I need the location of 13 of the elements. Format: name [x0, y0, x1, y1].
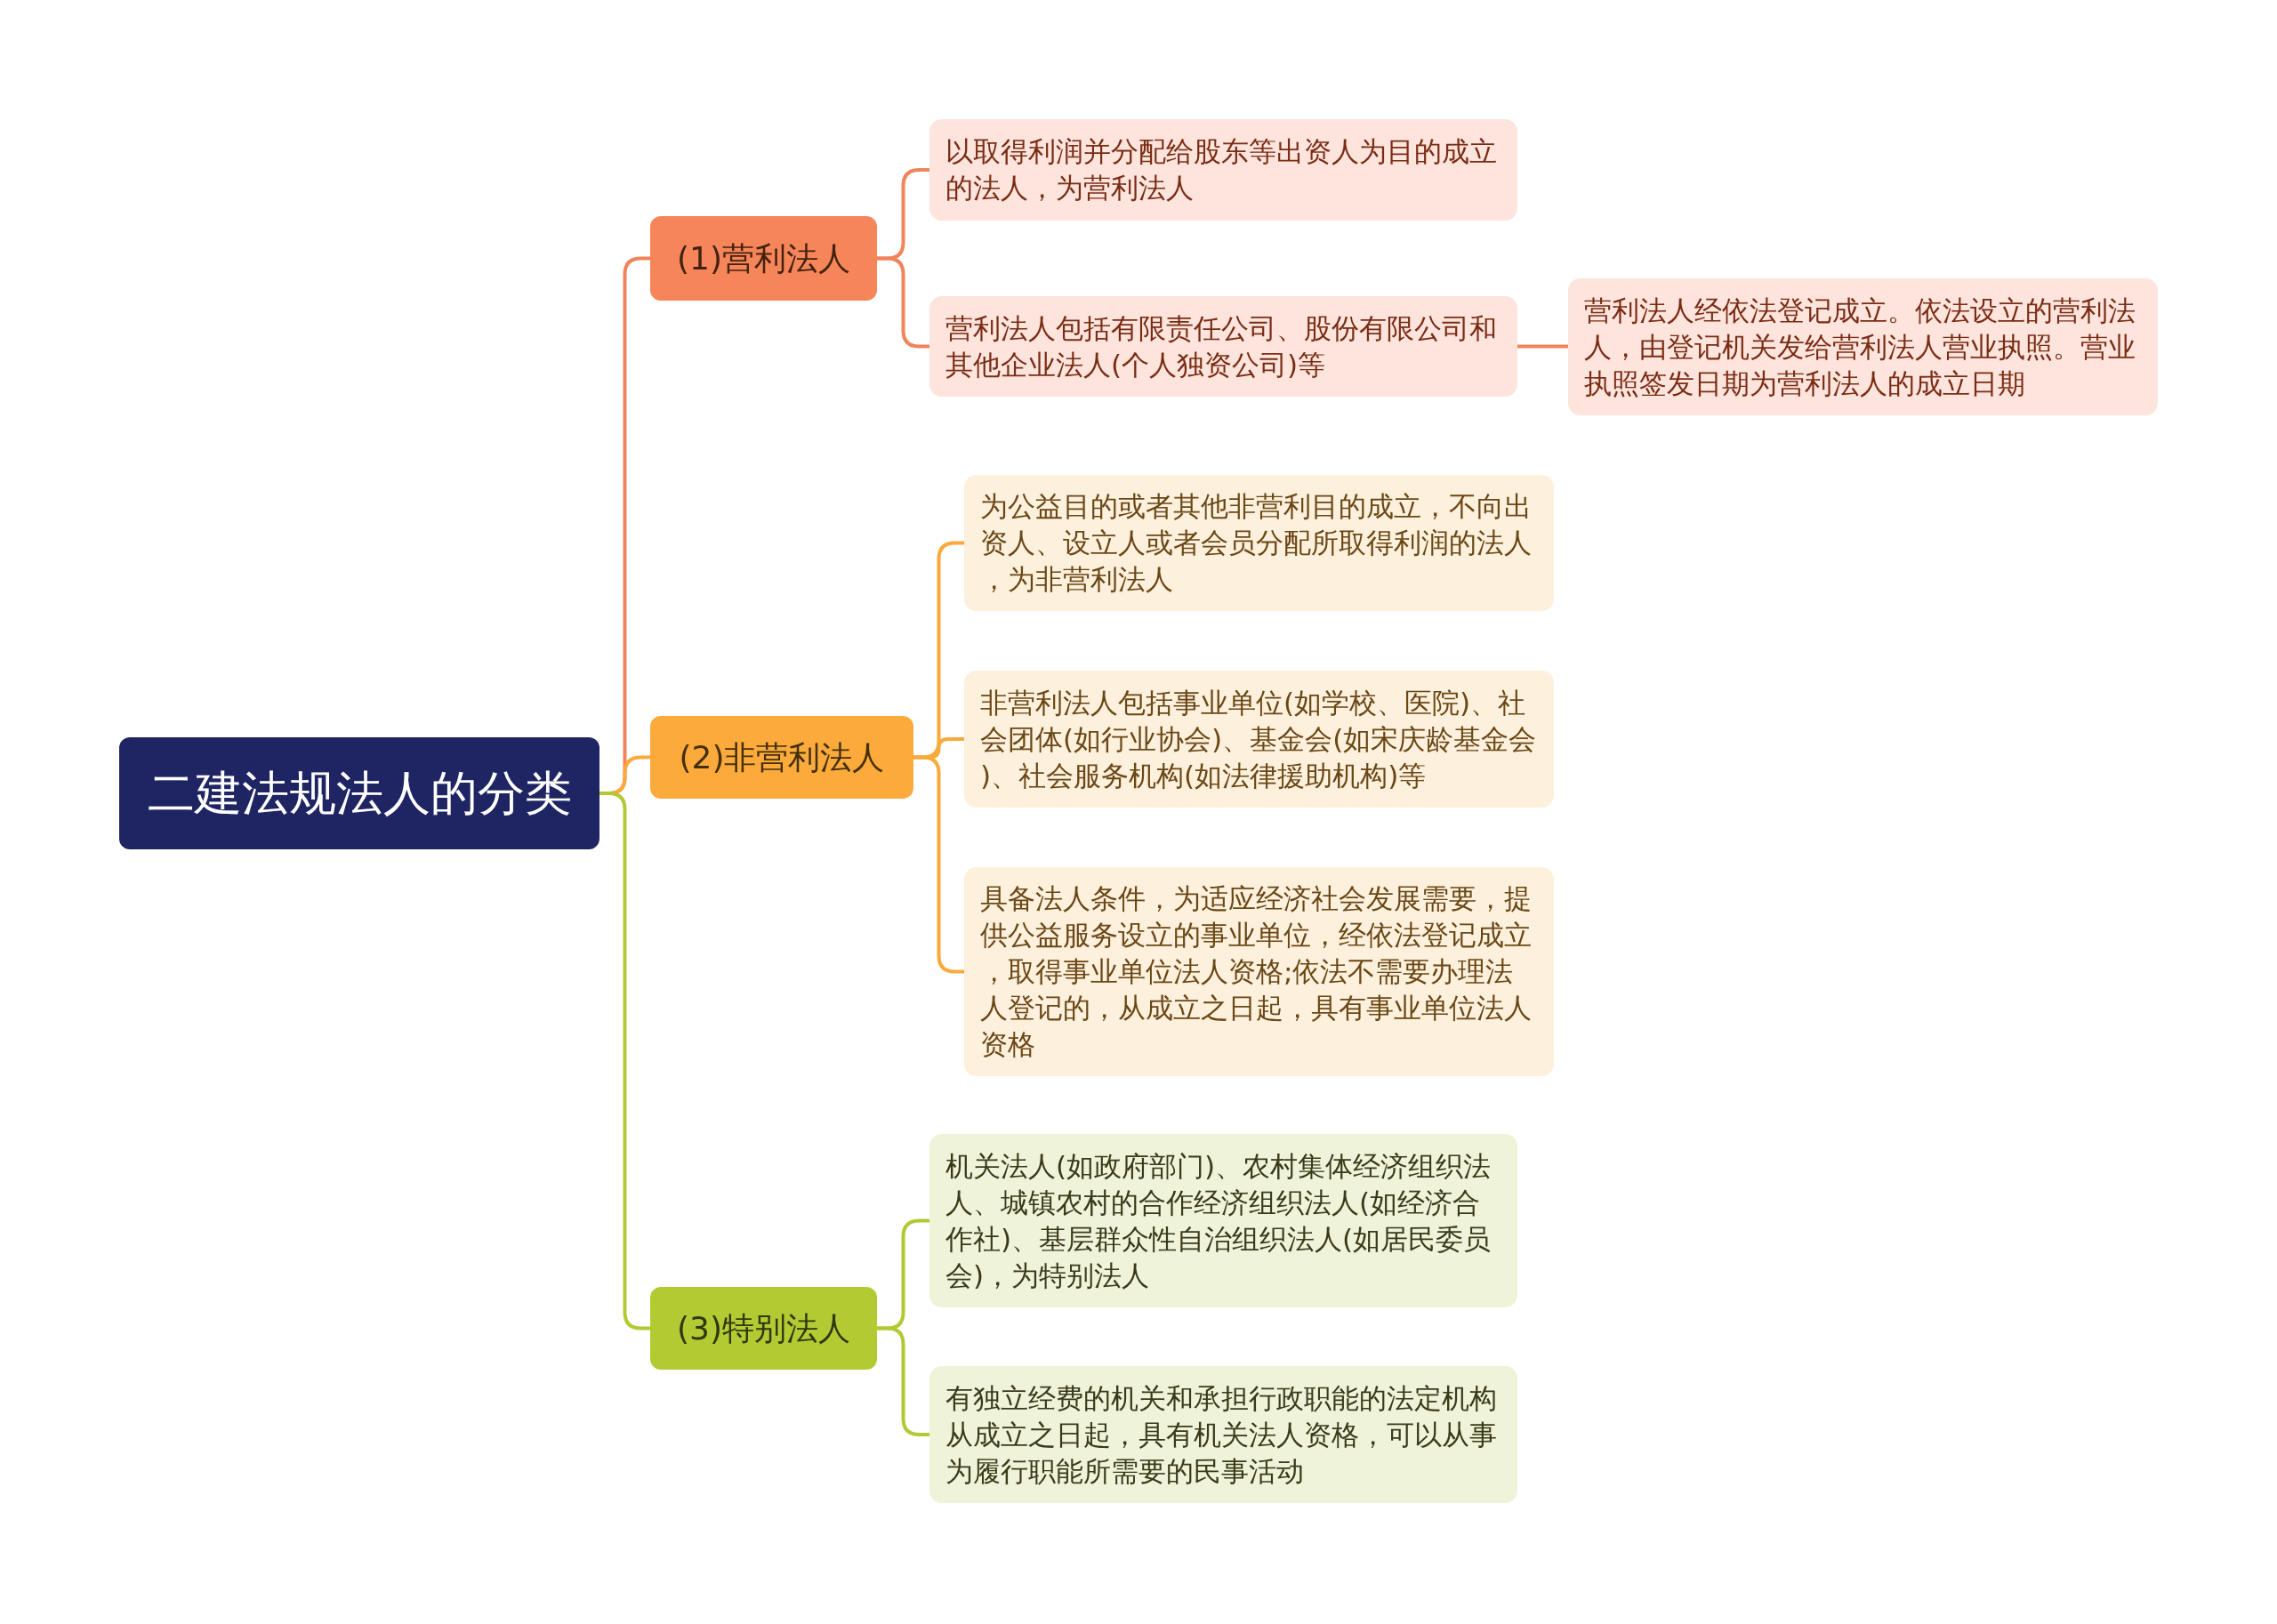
- central-topic-box: 二建法规法人的分类: [119, 737, 599, 849]
- note-box: 营利法人经依法登记成立。依法设立的营利法人，由登记机关发给营利法人营业执照。营业执照签发日期为营利法人的成立日期: [1568, 278, 2158, 415]
- branch-topic-box: (1)营利法人: [650, 216, 877, 301]
- note-box: 有独立经费的机关和承担行政职能的法定机构从成立之日起，具有机关法人资格，可以从事为履行职能所需要的民事活动: [929, 1366, 1517, 1503]
- branch-topic-box: (2)非营利法人: [650, 716, 913, 799]
- note-box: 非营利法人包括事业单位(如学校、医院)、社会团体(如行业协会)、基金会(如宋庆龄基金会)、社会服务机构(如法律援助机构)等: [964, 671, 1554, 808]
- connector-line: [1517, 344, 1568, 349]
- note-box: 机关法人(如政府部门)、农村集体经济组织法人、城镇农村的合作经济组织法人(如经济合作社)、基层群众性自治组织法人(如居民委员会)，为特别法人: [929, 1134, 1517, 1307]
- note-box: 以取得利润并分配给股东等出资人为目的成立的法人，为营利法人: [929, 119, 1517, 221]
- note-box: 为公益目的或者其他非营利目的成立，不向出资人、设立人或者会员分配所取得利润的法人，为非营利法人: [964, 475, 1554, 611]
- note-box: 营利法人包括有限责任公司、股份有限公司和其他企业法人(个人独资公司)等: [929, 296, 1517, 397]
- branch-topic-box: (3)特别法人: [650, 1287, 877, 1370]
- note-box: 具备法人条件，为适应经济社会发展需要，提供公益服务设立的事业单位，经依法登记成立，取得事业单位法人资格;依法不需要办理法人登记的，从成立之日起，具有事业单位法人资格: [964, 867, 1554, 1076]
